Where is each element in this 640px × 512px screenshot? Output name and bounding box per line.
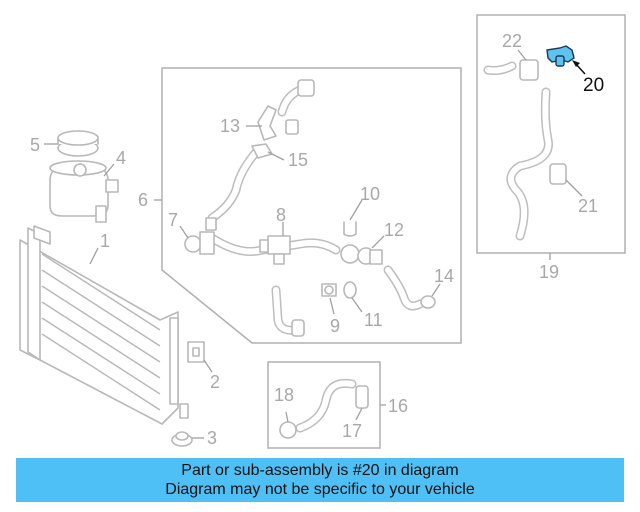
leader-17 bbox=[355, 407, 363, 421]
callout-9: 9 bbox=[330, 316, 340, 336]
hose-16 bbox=[279, 378, 369, 439]
group-box-19 bbox=[476, 14, 626, 254]
mount-3 bbox=[171, 431, 193, 447]
callout-19: 19 bbox=[539, 262, 559, 282]
callout-2: 2 bbox=[210, 372, 220, 392]
flange-13 bbox=[257, 105, 299, 141]
callout-14: 14 bbox=[434, 266, 454, 286]
leader-7 bbox=[179, 225, 189, 239]
flange-12 bbox=[357, 247, 383, 265]
callout-20: 20 bbox=[583, 75, 604, 96]
leader-21 bbox=[565, 179, 583, 197]
pipe-8 bbox=[259, 235, 291, 265]
hose-down bbox=[271, 285, 305, 337]
flange-7 bbox=[184, 217, 217, 255]
clip-10 bbox=[340, 221, 360, 264]
clamp-14 bbox=[420, 295, 436, 309]
callout-10: 10 bbox=[360, 184, 380, 204]
callout-21: 21 bbox=[578, 196, 598, 216]
callout-16: 16 bbox=[388, 396, 408, 416]
reservoir-cap bbox=[57, 130, 99, 157]
leader-22 bbox=[517, 49, 527, 61]
leader-14 bbox=[431, 283, 441, 297]
callout-22: 22 bbox=[502, 31, 522, 51]
callout-7: 7 bbox=[168, 210, 178, 230]
callout-1: 1 bbox=[100, 231, 110, 251]
callout-3: 3 bbox=[207, 428, 217, 448]
hose-lower-right bbox=[383, 265, 425, 311]
radiator bbox=[19, 225, 189, 425]
callout-15: 15 bbox=[288, 150, 308, 170]
callout-12: 12 bbox=[384, 220, 404, 240]
callout-13: 13 bbox=[220, 116, 240, 136]
leader-4 bbox=[103, 163, 115, 177]
banner-line-2: Diagram may not be specific to your vehi… bbox=[165, 481, 475, 498]
callout-8: 8 bbox=[276, 205, 286, 225]
leader-15 bbox=[267, 151, 285, 161]
callout-18: 18 bbox=[274, 385, 294, 405]
leader-1 bbox=[89, 247, 99, 265]
arrow-20 bbox=[572, 60, 586, 75]
thermostat-9 bbox=[321, 283, 337, 297]
leader-12 bbox=[371, 235, 385, 249]
clamp-21 bbox=[549, 163, 567, 185]
parts-diagram: 1 2 3 4 5 6 7 8 9 10 11 12 13 14 15 16 1… bbox=[19, 14, 626, 449]
leader-2 bbox=[203, 359, 213, 373]
hose-19 bbox=[483, 59, 553, 241]
seal-11 bbox=[343, 281, 357, 299]
callout-6: 6 bbox=[138, 190, 148, 210]
leader-11 bbox=[351, 297, 363, 313]
banner-line-1: Part or sub-assembly is #20 in diagram bbox=[181, 462, 459, 479]
info-banner: Part or sub-assembly is #20 in diagram D… bbox=[16, 458, 624, 502]
leader-10 bbox=[349, 199, 363, 221]
hose-upper bbox=[207, 145, 263, 223]
leader-9 bbox=[329, 297, 335, 315]
group-box-6 bbox=[161, 67, 462, 344]
leader-18 bbox=[285, 411, 289, 423]
highlighted-part-20 bbox=[546, 45, 575, 67]
callout-17: 17 bbox=[342, 421, 362, 441]
callout-4: 4 bbox=[116, 148, 126, 168]
bracket-2 bbox=[187, 341, 205, 363]
hose-top-right bbox=[277, 79, 315, 117]
coolant-reservoir bbox=[49, 160, 119, 223]
callout-5: 5 bbox=[30, 135, 40, 155]
callout-11: 11 bbox=[364, 310, 383, 330]
